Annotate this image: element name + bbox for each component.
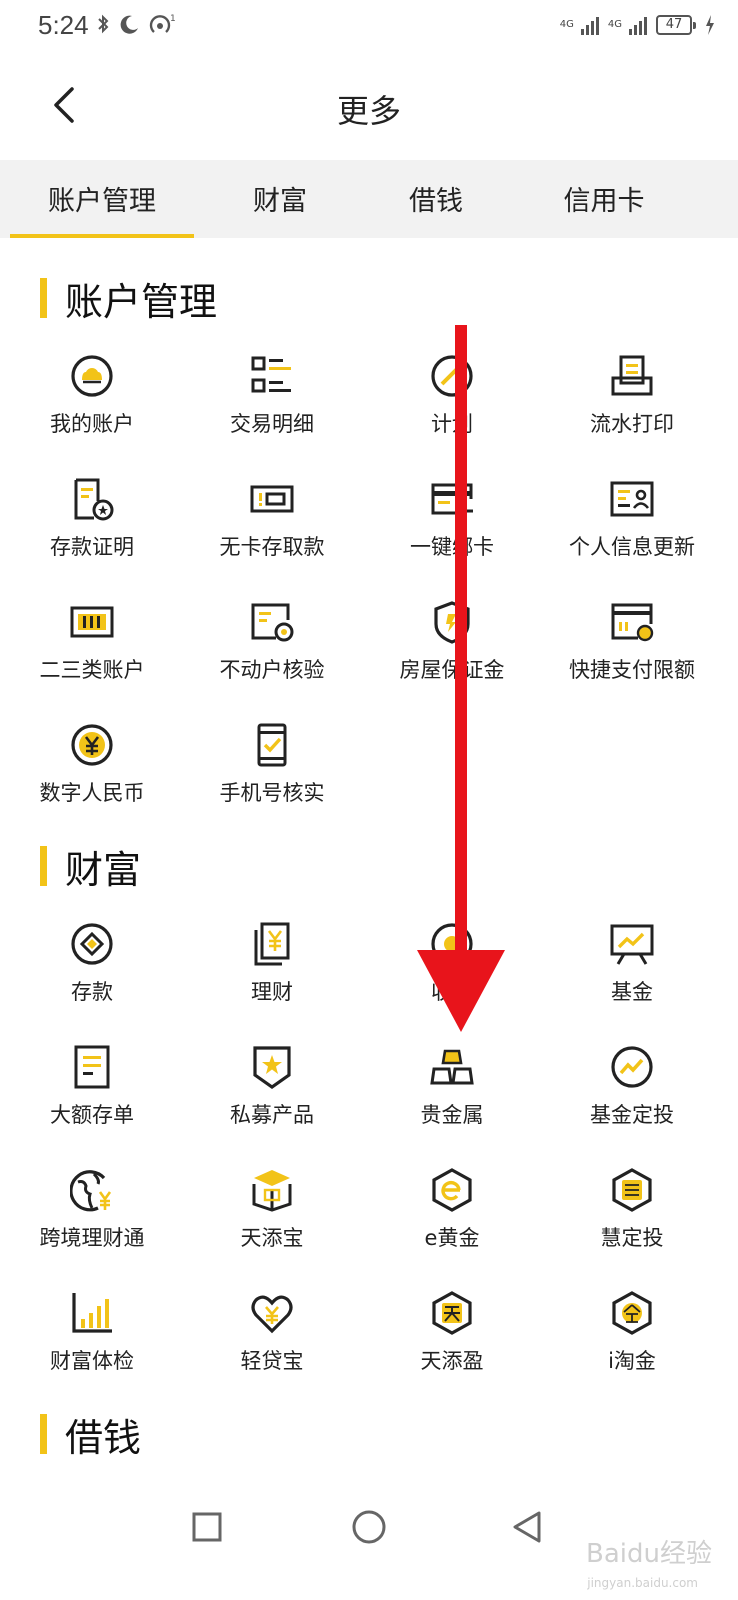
shield-icon xyxy=(434,601,470,644)
grid-item-phone-verify[interactable]: 手机号核实 xyxy=(180,723,364,833)
cardless-icon xyxy=(250,485,294,513)
section-title-account: 账户管理 xyxy=(40,276,217,324)
grid-item-private-product[interactable]: 私募产品 xyxy=(180,1045,364,1155)
grid-item-wealth-checkup[interactable]: 财富体检 xyxy=(0,1291,184,1401)
phone-check-icon xyxy=(257,723,287,767)
svg-text:1: 1 xyxy=(170,14,176,24)
grid-item-statement-print[interactable]: 流水打印 xyxy=(540,354,724,464)
grid-item-bind-card[interactable]: 一键绑卡 xyxy=(360,477,544,587)
section-accent-bar xyxy=(40,1414,47,1454)
quick-pay-icon xyxy=(611,603,654,642)
deposit-coin-icon xyxy=(71,923,113,965)
tab-credit-card[interactable]: 信用卡 xyxy=(563,186,645,217)
grid-item-deposit[interactable]: 存款 xyxy=(0,922,184,1032)
signal-icon xyxy=(580,17,599,35)
heart-yuan-icon xyxy=(251,1295,293,1334)
grid-item-cardless-withdraw[interactable]: 无卡存取款 xyxy=(180,477,364,587)
grid-item-personal-info-update[interactable]: 个人信息更新 xyxy=(540,477,724,587)
grid-item-plan[interactable]: 计划 xyxy=(360,354,544,464)
wealth-book-icon xyxy=(254,922,290,966)
fund-board-icon xyxy=(610,924,654,965)
grid-item-house-deposit[interactable]: 房屋保证金 xyxy=(360,600,544,710)
grid-item-transaction-detail[interactable]: 交易明细 xyxy=(180,354,364,464)
watermark-url: jingyan.baidu.com xyxy=(587,1576,698,1590)
yuan-coin-icon xyxy=(71,724,113,766)
bind-card-icon xyxy=(431,483,473,519)
section-title-wealth: 财富 xyxy=(40,844,141,892)
grid-item-quick-pay-limit[interactable]: 快捷支付限额 xyxy=(540,600,724,710)
hui-invest-icon xyxy=(612,1168,652,1212)
grid-item-light-loan[interactable]: 轻贷宝 xyxy=(180,1291,364,1401)
gold-ingot-coin-icon xyxy=(71,355,113,397)
network-label-1: 4G xyxy=(559,19,574,30)
plan-dial-icon xyxy=(431,355,473,397)
grid-item-digital-rmb[interactable]: 数字人民币 xyxy=(0,723,184,833)
grid-item-cross-border-wealth[interactable]: 跨境理财通 xyxy=(0,1168,184,1278)
grid-item-precious-metal[interactable]: 贵金属 xyxy=(360,1045,544,1155)
tab-account[interactable]: 账户管理 xyxy=(10,160,194,238)
gold-bars-icon xyxy=(430,1049,474,1085)
grid-item-tiantianbao[interactable]: 天添宝 xyxy=(180,1168,364,1278)
status-right: 4G 4G 47 xyxy=(560,14,716,36)
printer-icon xyxy=(611,355,653,396)
fund-invest-icon xyxy=(611,1046,653,1088)
battery-indicator: 47 xyxy=(656,15,696,35)
grid-item-wealth-management[interactable]: 理财 xyxy=(180,922,364,1032)
system-nav-bar xyxy=(0,1480,738,1600)
hotspot-icon: 1 xyxy=(149,14,176,33)
grid-item-tiantianying[interactable]: 天添盈 xyxy=(360,1291,544,1401)
category-tabs: 账户管理 财富 借钱 信用卡 xyxy=(0,160,738,238)
grid-item-deposit-certificate[interactable]: 存款证明 xyxy=(0,477,184,587)
status-time: 5:24 xyxy=(38,10,89,40)
signal-icon xyxy=(629,17,647,35)
bluetooth-icon xyxy=(98,14,109,34)
globe-yuan-icon xyxy=(70,1170,112,1212)
system-back-button[interactable] xyxy=(502,1502,552,1552)
grid-item-e-gold[interactable]: e黄金 xyxy=(360,1168,544,1278)
e-gold-icon xyxy=(432,1168,472,1212)
back-button[interactable] xyxy=(40,80,90,130)
grid-item-fund[interactable]: 基金 xyxy=(540,922,724,1032)
grid-item-account-class[interactable]: 二三类账户 xyxy=(0,600,184,710)
nav-bar: 更多 xyxy=(0,56,738,160)
square-icon xyxy=(192,1512,222,1542)
dormant-verify-icon xyxy=(251,603,294,642)
id-card-icon xyxy=(610,481,654,517)
grid-item-hui-fixed-invest[interactable]: 慧定投 xyxy=(540,1168,724,1278)
grid-item-my-account[interactable]: 我的账户 xyxy=(0,354,184,464)
grid-item-dormant-verify[interactable]: 不动户核验 xyxy=(180,600,364,710)
chevron-left-icon xyxy=(54,87,74,123)
tab-wealth[interactable]: 财富 xyxy=(253,186,307,217)
section-title-borrow: 借钱 xyxy=(40,1412,141,1460)
section-accent-bar xyxy=(40,846,47,886)
yield-icon xyxy=(431,923,473,965)
page-title: 更多 xyxy=(336,92,401,130)
tab-borrow[interactable]: 借钱 xyxy=(409,186,463,217)
section-accent-bar xyxy=(40,278,47,318)
triangle-back-icon xyxy=(513,1511,541,1543)
list-detail-icon xyxy=(251,356,291,393)
moon-icon xyxy=(120,15,138,34)
watermark-logo: Baidu经验 xyxy=(586,1539,712,1569)
grid-item-fund-fixed-invest[interactable]: 基金定投 xyxy=(540,1045,724,1155)
account-class-icon xyxy=(70,606,114,638)
recent-apps-button[interactable] xyxy=(182,1502,232,1552)
tiantianbao-icon xyxy=(252,1170,292,1212)
private-product-icon xyxy=(253,1046,291,1089)
home-button[interactable] xyxy=(344,1502,394,1552)
large-deposit-icon xyxy=(74,1045,110,1089)
status-bar: 5:24 1 4G 4G 47 xyxy=(0,0,738,56)
grid-item-i-taojin[interactable]: i淘金 xyxy=(540,1291,724,1401)
grid-item-large-deposit[interactable]: 大额存单 xyxy=(0,1045,184,1155)
network-label-2: 4G xyxy=(607,19,622,30)
tiantianying-icon xyxy=(432,1291,472,1335)
bar-chart-icon xyxy=(72,1293,112,1333)
circle-icon xyxy=(352,1510,386,1544)
status-left-icons: 1 xyxy=(96,12,176,36)
grid-item-yield[interactable]: 收益 xyxy=(360,922,544,1032)
certificate-icon xyxy=(74,478,114,521)
i-gold-icon xyxy=(612,1291,652,1335)
charging-icon xyxy=(706,15,714,35)
